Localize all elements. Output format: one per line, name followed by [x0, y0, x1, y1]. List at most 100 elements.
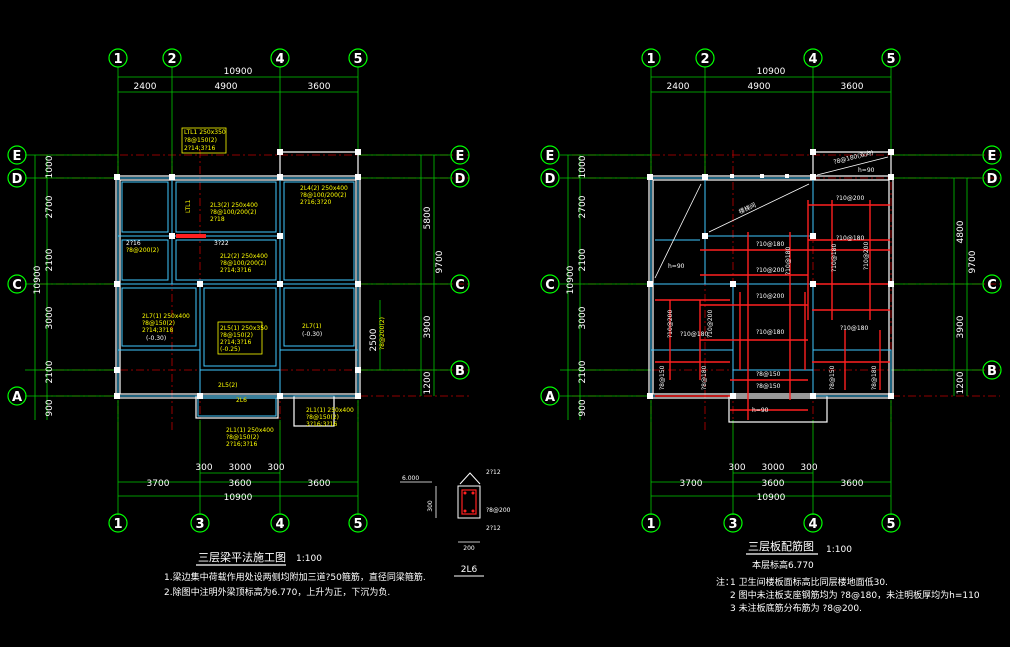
- beam-label: ?8@200(2): [379, 317, 386, 350]
- axis-label: 2: [700, 52, 709, 67]
- axis-bubble: [270, 48, 290, 68]
- dim-right: 3900: [423, 315, 433, 338]
- beam-label: ?8@150(2): [184, 137, 217, 144]
- axis-label: A: [545, 390, 555, 405]
- axis-bubble: [450, 274, 470, 294]
- axis-label: 1: [113, 52, 122, 67]
- beam-label: 2L7(1) 250x400: [142, 313, 190, 320]
- axis-bubble: [270, 513, 290, 533]
- dim-bottom: 3600: [841, 479, 864, 489]
- axis-label: D: [455, 172, 466, 187]
- axis-bubble: [348, 48, 368, 68]
- beam-label: (-0.30): [146, 335, 166, 342]
- axis-bubble: [7, 168, 27, 188]
- axis-bubble: [881, 48, 901, 68]
- beam-label: 2L2(2) 250x400: [220, 253, 268, 260]
- section-outline: [457, 485, 481, 519]
- beam-label: ?8@150(2): [142, 320, 175, 327]
- beam-label: 2L1(1) 250x400: [306, 407, 354, 414]
- dim-bottom: 3600: [308, 479, 331, 489]
- axis-bubble: [641, 513, 661, 533]
- axis-bubbles-bottom: 1 3 4 5: [641, 513, 901, 533]
- dim-left: 2100: [578, 360, 588, 383]
- axis-bubble: [7, 274, 27, 294]
- rebar-label: ?8@180: [871, 365, 878, 390]
- dim-right: 2500: [369, 328, 379, 351]
- note-line: 1.梁边集中荷载作用处设两侧均附加三道?50箍筋，直径同梁箍筋.: [164, 571, 426, 583]
- axis-label: 1: [646, 517, 655, 532]
- dim-top: 2400: [667, 82, 690, 92]
- dim-bottom-small: 3000: [229, 463, 252, 473]
- dim-bottom: 3600: [229, 479, 252, 489]
- beam-label: ?8@100/200(2): [220, 260, 266, 267]
- dim-right: 1200: [956, 371, 966, 394]
- dim-left: 900: [45, 399, 55, 416]
- axis-label: D: [545, 172, 556, 187]
- columns: [647, 149, 894, 399]
- dim-left: 2700: [578, 195, 588, 218]
- beam-label: 2L1(1) 250x400: [226, 427, 274, 434]
- axis-label: 1: [646, 52, 655, 67]
- beam-label: 2L4(2) 250x400: [300, 185, 348, 192]
- beam-label: 2?16: [126, 240, 141, 247]
- axis-label: 3: [195, 517, 204, 532]
- dim-bottom: 3600: [762, 479, 785, 489]
- dim-left: 3000: [45, 306, 55, 329]
- rebar-label: ?10@200: [667, 310, 674, 338]
- note-line: 1 卫生间楼板面标高比同层楼地面低30.: [730, 576, 888, 588]
- dim-bottom-small: 300: [728, 463, 745, 473]
- dim-left: 2100: [578, 248, 588, 271]
- rebar-label: ?10@180: [831, 244, 838, 272]
- rebar-label: ?10@180: [836, 235, 864, 242]
- dim-right: 9700: [435, 250, 445, 273]
- axis-label: 5: [886, 517, 895, 532]
- axis-label: B: [987, 364, 997, 379]
- axis-bubble: [982, 274, 1002, 294]
- axis-bubble: [190, 513, 210, 533]
- beam-label: 2?18: [210, 216, 225, 223]
- label-box-ltl1: [181, 127, 227, 154]
- section-stirrup-spec: ?8@200: [486, 507, 511, 514]
- dim-top: 3600: [308, 82, 331, 92]
- dim-top: 3600: [841, 82, 864, 92]
- dim-top: 2400: [134, 82, 157, 92]
- beam-label: ?8@150(2): [220, 332, 253, 339]
- dim-right: 3900: [956, 315, 966, 338]
- dim-right: 9700: [968, 250, 978, 273]
- beam-label: 3?16;3?16: [306, 421, 337, 428]
- axis-label: D: [12, 172, 23, 187]
- axis-bubble: [7, 145, 27, 165]
- beam-section-detail: 6.000 2?12 ?8@200 2?12 300 200 2L6: [400, 469, 511, 577]
- axis-label: C: [455, 278, 465, 293]
- axis-bubble: [803, 48, 823, 68]
- dim-bottom-total: 10900: [757, 493, 786, 503]
- rebar-dot: [471, 509, 475, 513]
- dim-left: 900: [578, 399, 588, 416]
- dim-right: 5800: [423, 206, 433, 229]
- dim-left-total: 10900: [566, 265, 576, 294]
- section-elevation: 6.000: [402, 475, 419, 482]
- axis-bubble: [881, 513, 901, 533]
- axis-label: 5: [886, 52, 895, 67]
- rebar-label: ?10@200: [863, 242, 870, 270]
- axis-bubble: [162, 48, 182, 68]
- rebar-label: ?8@180: [701, 365, 708, 390]
- axis-label: 3: [728, 517, 737, 532]
- beam-label: 2?16;3?16: [226, 441, 257, 448]
- rebar-label: ?10@180: [840, 325, 868, 332]
- beam-label: 2L5(2): [218, 382, 237, 389]
- axis-label: 4: [808, 52, 817, 67]
- axis-label: 4: [275, 52, 284, 67]
- axis-bubble: [982, 145, 1002, 165]
- axis-label: E: [546, 149, 555, 164]
- axis-label: D: [987, 172, 998, 187]
- dim-left-total: 10900: [33, 265, 43, 294]
- drawing-title: 三层板配筋图: [748, 539, 814, 553]
- dim-top-total: 10900: [224, 67, 253, 77]
- dim-left: 2700: [45, 195, 55, 218]
- dim-left: 1000: [45, 155, 55, 178]
- axis-label: 4: [808, 517, 817, 532]
- rebars: [655, 200, 890, 420]
- slab-thickness: h=90: [752, 407, 769, 414]
